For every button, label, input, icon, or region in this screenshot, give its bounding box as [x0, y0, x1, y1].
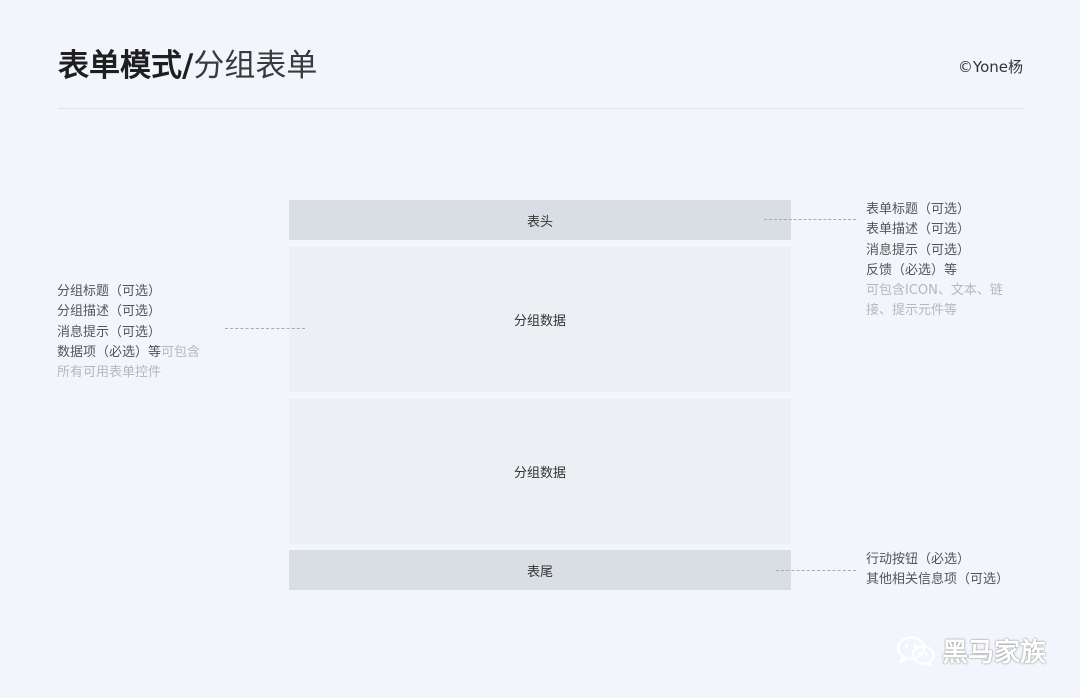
- connector-head: [764, 219, 856, 220]
- note-group: 分组标题（可选） 分组描述（可选） 消息提示（可选） 数据项（必选）等可包含 所…: [57, 282, 200, 383]
- note-line: 表单描述（可选）: [866, 222, 971, 238]
- note-line: 消息提示（可选）: [57, 324, 162, 340]
- watermark: 黑马家族: [896, 632, 1046, 669]
- connector-footer: [776, 570, 856, 571]
- note-line: 分组描述（可选）: [57, 304, 162, 320]
- note-line-muted: 可包含ICON、文本、链: [866, 283, 1003, 299]
- watermark-text: 黑马家族: [941, 638, 1046, 668]
- copyright-label: ©Yone杨: [957, 58, 1023, 76]
- group-data-label-1: 分组数据: [513, 314, 566, 329]
- connector-group: [225, 328, 305, 329]
- note-line: 反馈（必选）等: [866, 262, 958, 278]
- group-data-block-1: 分组数据: [289, 247, 791, 392]
- note-text: 数据项（必选）等: [57, 344, 162, 360]
- note-line-muted: 所有可用表单控件: [57, 365, 162, 381]
- note-form-footer: 行动按钮（必选） 其他相关信息项（可选）: [866, 550, 1009, 591]
- note-text-muted: 可包含: [161, 344, 201, 360]
- note-line-muted: 接、提示元件等: [866, 303, 958, 319]
- title-bold: 表单模式/: [58, 48, 194, 84]
- note-line: 分组标题（可选）: [57, 284, 162, 299]
- form-footer-label: 表尾: [526, 564, 553, 580]
- note-line: 其他相关信息项（可选）: [866, 572, 1010, 588]
- page-title: 表单模式/分组表单: [58, 44, 317, 88]
- group-data-block-2: 分组数据: [289, 399, 791, 544]
- note-line: 消息提示（可选）: [866, 242, 971, 258]
- form-head-label: 表头: [526, 214, 553, 230]
- note-line: 表单标题（可选）: [866, 202, 971, 217]
- note-form-head: 表单标题（可选） 表单描述（可选） 消息提示（可选） 反馈（必选）等 可包含IC…: [866, 200, 1003, 322]
- form-footer-block: 表尾: [289, 550, 791, 590]
- header-divider: [58, 108, 1024, 109]
- note-line: 行动按钮（必选）: [866, 552, 971, 567]
- form-head-block: 表头: [289, 200, 791, 240]
- group-data-label-2: 分组数据: [513, 466, 566, 481]
- title-light: 分组表单: [193, 48, 318, 84]
- wechat-icon: [896, 635, 936, 667]
- note-line: 数据项（必选）等可包含: [57, 343, 200, 363]
